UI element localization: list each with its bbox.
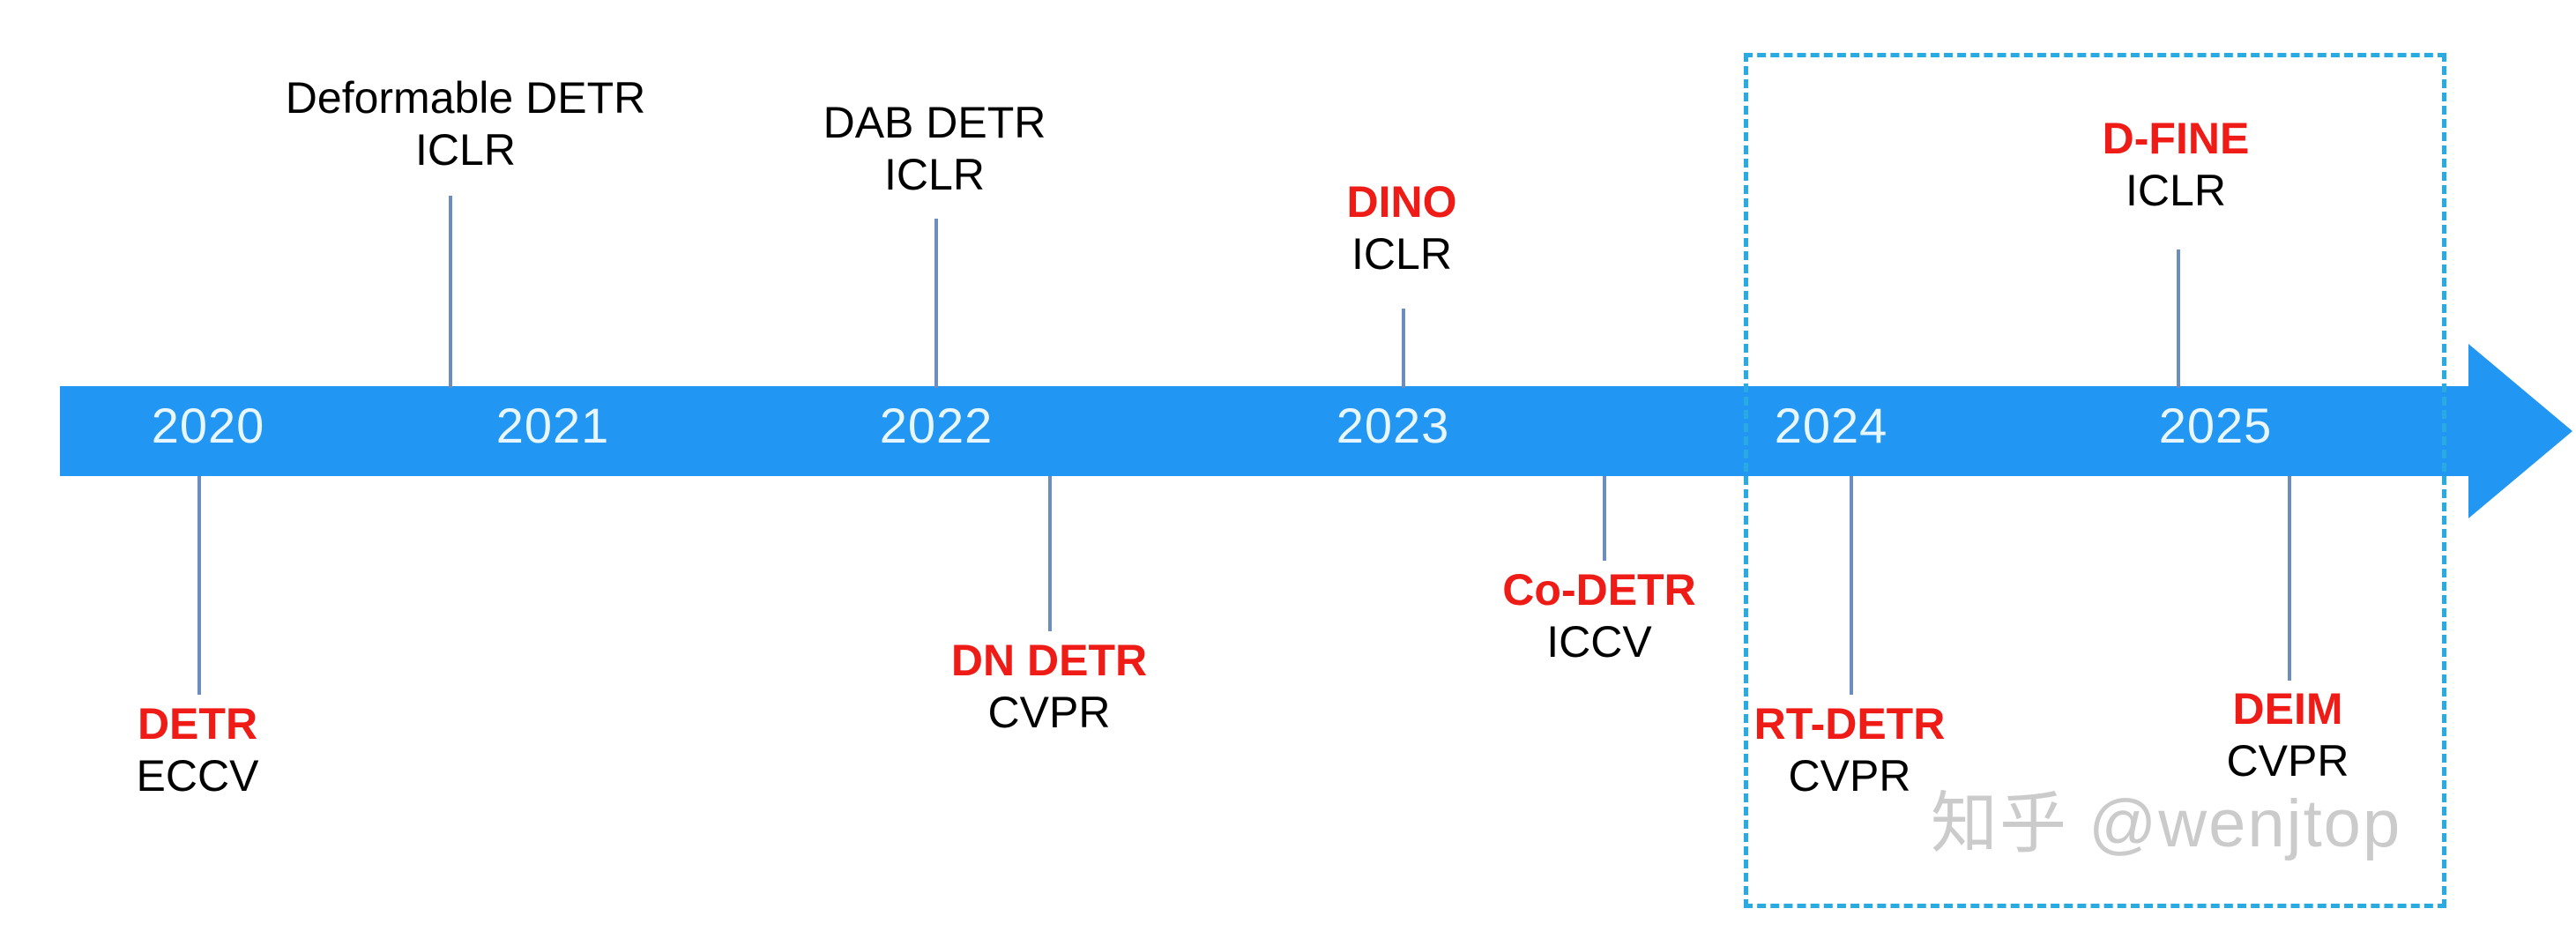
event-venue: ICLR: [415, 125, 516, 175]
event-name: D-FINE: [2102, 114, 2250, 163]
event-venue: ICLR: [884, 150, 985, 199]
year-label-2025: 2025: [2158, 398, 2273, 453]
year-label-2022: 2022: [879, 398, 994, 453]
connector-stem-deim: [2288, 476, 2291, 681]
connector-stem-dino: [1402, 309, 1405, 388]
event-name: Deformable DETR: [285, 73, 646, 123]
event-venue: CVPR: [987, 688, 1111, 737]
event-venue: CVPR: [2226, 736, 2349, 786]
connector-stem-dn-detr: [1048, 476, 1052, 631]
event-venue: ICLR: [1351, 229, 1452, 279]
connector-stem-dab-detr: [934, 219, 938, 388]
year-label-2021: 2021: [495, 398, 610, 453]
event-venue: CVPR: [1788, 751, 1911, 801]
connector-stem-co-detr: [1603, 476, 1606, 561]
connector-stem-deformable-detr: [449, 196, 452, 388]
event-name: Co-DETR: [1502, 565, 1696, 614]
event-name: DAB DETR: [823, 98, 1046, 147]
event-name: DN DETR: [950, 636, 1148, 685]
timeline-bar: [60, 386, 2474, 476]
event-name: DEIM: [2232, 684, 2343, 734]
connector-stem-d-fine: [2177, 250, 2180, 388]
connector-stem-detr: [197, 476, 201, 695]
event-name: RT-DETR: [1753, 699, 1946, 749]
timeline-arrowhead-icon: [2468, 344, 2572, 518]
watermark-zhihu: 知乎 @wenjtop: [1931, 786, 2402, 861]
year-label-2023: 2023: [1336, 398, 1450, 453]
year-label-2024: 2024: [1774, 398, 1888, 453]
year-label-2020: 2020: [151, 398, 265, 453]
event-venue: ECCV: [136, 751, 259, 801]
event-venue: ICCV: [1546, 617, 1652, 667]
event-name: DINO: [1346, 177, 1457, 227]
connector-stem-rt-detr: [1850, 476, 1853, 695]
event-venue: ICLR: [2126, 166, 2226, 215]
event-name: DETR: [137, 699, 258, 749]
